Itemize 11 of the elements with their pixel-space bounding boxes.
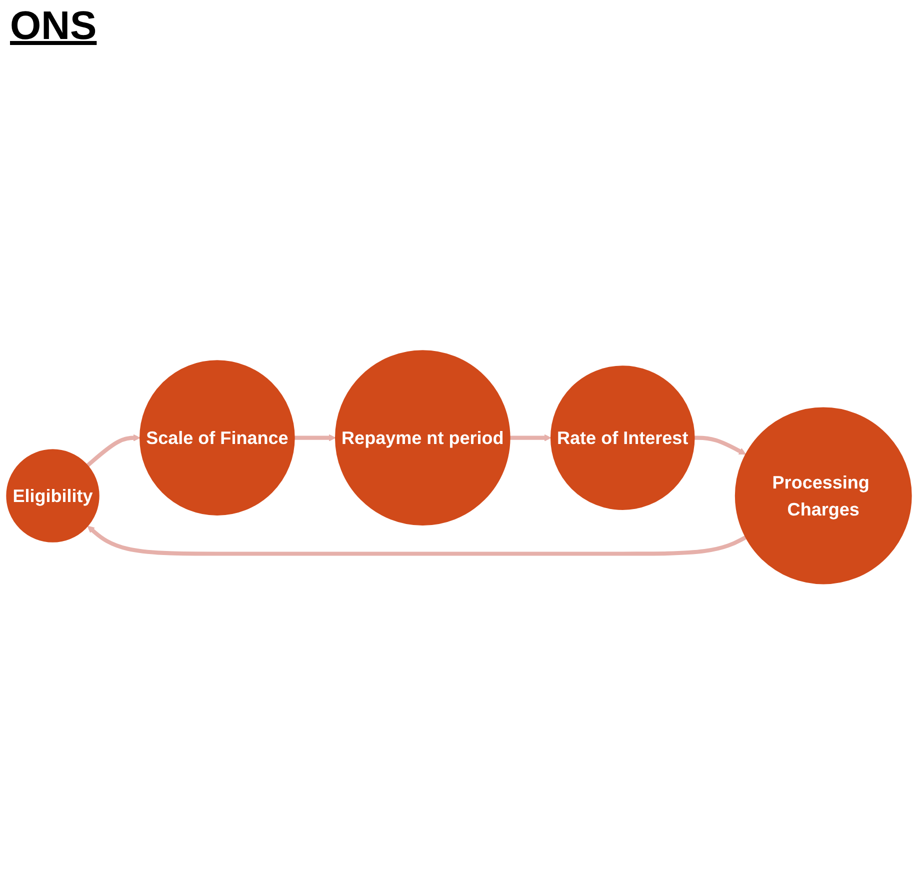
node-circle: Eligibility	[6, 449, 100, 543]
node-circle: Repayme nt period	[334, 350, 510, 526]
node-circle: Processing Charges	[734, 408, 912, 585]
arrow	[694, 436, 746, 455]
arrow	[87, 526, 747, 556]
node-circle: Rate of Interest	[550, 366, 695, 510]
arrow	[294, 434, 336, 442]
arrow	[510, 434, 552, 442]
title: ONS	[10, 4, 97, 49]
arrow	[86, 434, 140, 468]
node-circle: Scale of Finance	[140, 360, 295, 516]
